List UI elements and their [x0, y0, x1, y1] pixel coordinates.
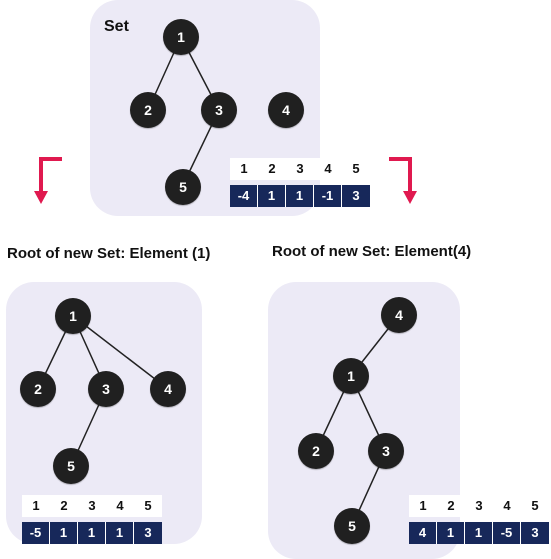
index-cell: 1 — [22, 495, 50, 517]
index-cell: 3 — [286, 158, 314, 180]
right-index-row: 1 2 3 4 5 — [409, 495, 549, 517]
index-cell: 3 — [465, 495, 493, 517]
top-node: 2 — [130, 92, 166, 128]
index-cell: 4 — [106, 495, 134, 517]
left-caption: Root of new Set: Element (1) — [7, 245, 211, 262]
left-arrow-icon — [39, 157, 62, 193]
right-node: 1 — [333, 358, 369, 394]
index-cell: 5 — [134, 495, 162, 517]
index-cell: 5 — [342, 158, 370, 180]
value-cell: -4 — [230, 185, 258, 207]
value-cell: -5 — [22, 522, 50, 544]
top-node: 1 — [163, 19, 199, 55]
index-cell: 4 — [493, 495, 521, 517]
left-index-row: 1 2 3 4 5 — [22, 495, 162, 517]
value-cell: 1 — [258, 185, 286, 207]
top-node: 3 — [201, 92, 237, 128]
value-cell: 1 — [437, 522, 465, 544]
top-value-row: -4 1 1 -1 3 — [230, 185, 370, 207]
right-node: 5 — [334, 508, 370, 544]
value-cell: 4 — [409, 522, 437, 544]
value-cell: 1 — [465, 522, 493, 544]
value-cell: 3 — [342, 185, 370, 207]
left-node: 3 — [88, 371, 124, 407]
right-value-row: 4 1 1 -5 3 — [409, 522, 549, 544]
right-node: 3 — [368, 433, 404, 469]
index-cell: 4 — [314, 158, 342, 180]
left-value-row: -5 1 1 1 3 — [22, 522, 162, 544]
left-node: 4 — [150, 371, 186, 407]
index-cell: 2 — [50, 495, 78, 517]
value-cell: -1 — [314, 185, 342, 207]
value-cell: 1 — [286, 185, 314, 207]
left-edge-1-4 — [72, 315, 169, 390]
value-cell: -5 — [493, 522, 521, 544]
top-index-row: 1 2 3 4 5 — [230, 158, 370, 180]
left-arrow-head — [34, 191, 48, 204]
index-cell: 3 — [78, 495, 106, 517]
index-cell: 2 — [437, 495, 465, 517]
left-node: 2 — [20, 371, 56, 407]
top-node: 4 — [268, 92, 304, 128]
index-cell: 1 — [230, 158, 258, 180]
left-node: 1 — [55, 298, 91, 334]
left-node: 5 — [53, 448, 89, 484]
value-cell: 1 — [50, 522, 78, 544]
index-cell: 2 — [258, 158, 286, 180]
index-cell: 5 — [521, 495, 549, 517]
top-set-title: Set — [104, 18, 129, 35]
right-node: 2 — [298, 433, 334, 469]
right-caption: Root of new Set: Element(4) — [272, 243, 472, 260]
value-cell: 3 — [134, 522, 162, 544]
right-arrow-icon — [389, 157, 412, 193]
right-arrow-head — [403, 191, 417, 204]
value-cell: 3 — [521, 522, 549, 544]
value-cell: 1 — [106, 522, 134, 544]
top-node: 5 — [165, 169, 201, 205]
value-cell: 1 — [78, 522, 106, 544]
right-node: 4 — [381, 297, 417, 333]
index-cell: 1 — [409, 495, 437, 517]
